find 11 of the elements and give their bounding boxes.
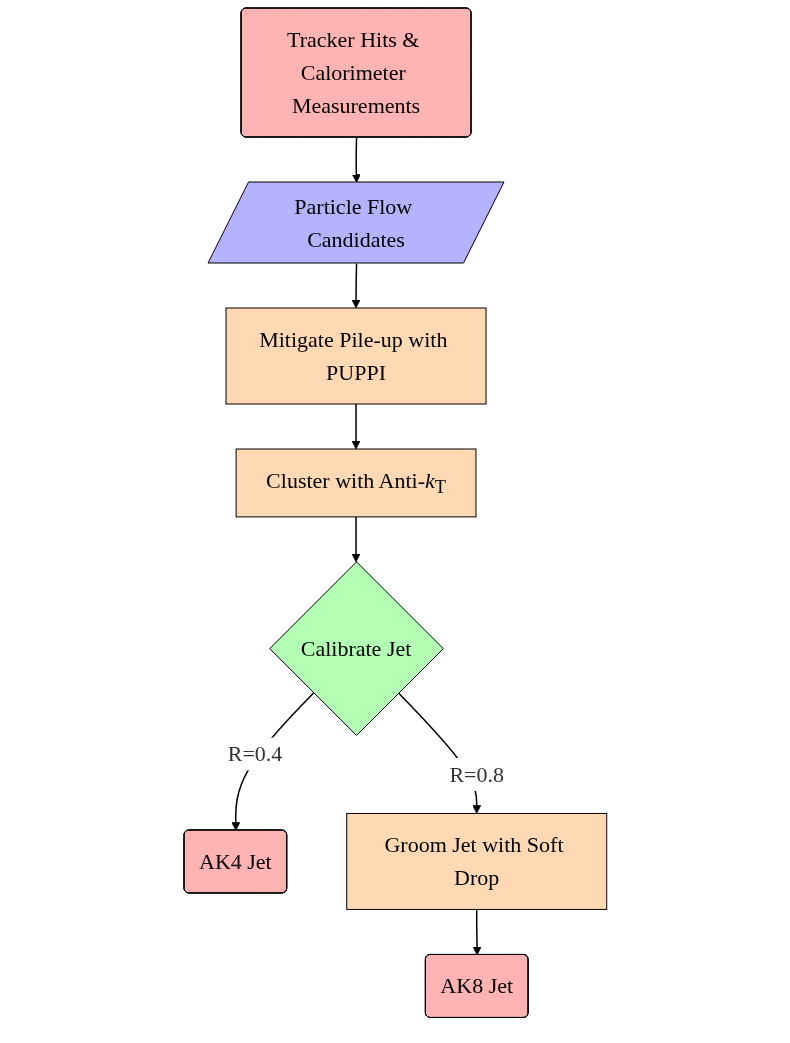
arrow: [351, 516, 361, 563]
edge-label: R=0.8: [449, 761, 504, 787]
arrow: [472, 908, 482, 956]
node-box: Cluster with Anti-k$_{T}$: [235, 448, 477, 518]
arrow: [351, 262, 361, 309]
node-diamond: Calibrate Jet: [268, 561, 444, 736]
node-box: Mitigate Pile-up with PUPPI: [225, 307, 487, 405]
arrow: [351, 403, 361, 450]
node-box: Groom Jet with Soft Drop: [345, 812, 607, 910]
edge-label: R=0.4: [227, 741, 282, 767]
arrow: [351, 136, 361, 183]
